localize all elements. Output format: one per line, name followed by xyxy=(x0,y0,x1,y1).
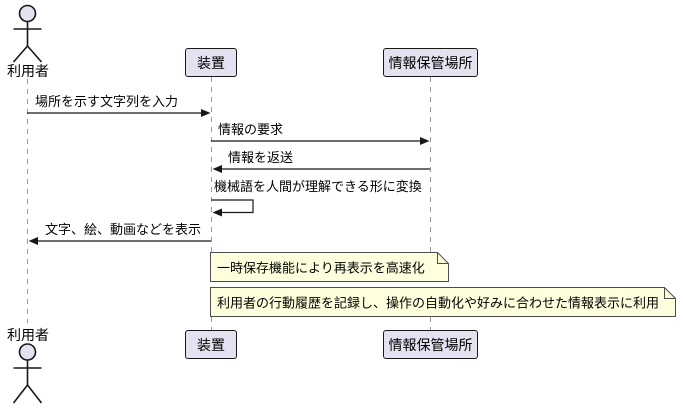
message-5-label: 文字、絵、動画などを表示 xyxy=(45,223,202,238)
message-3-arrow xyxy=(212,165,430,173)
note-history-text: 利用者の行動履歴を記録し、操作の自動化や好みに合わせた情報表示に利用 xyxy=(217,296,660,312)
message-1-arrow xyxy=(27,109,211,117)
message-4-label: 機械語を人間が理解できる形に変換 xyxy=(214,180,422,195)
note-cache-text: 一時保存機能により再表示を高速化 xyxy=(217,261,425,277)
actor-user-bottom-label: 利用者 xyxy=(7,328,49,344)
participant-device-top: 装置 xyxy=(185,48,237,77)
message-2-label: 情報の要求 xyxy=(218,123,284,138)
note-cache: 一時保存機能により再表示を高速化 xyxy=(210,252,449,282)
message-3-label: 情報を返送 xyxy=(228,151,294,166)
actor-user-top-figure xyxy=(12,4,43,63)
note-cache-shape xyxy=(210,252,449,282)
message-5-arrow xyxy=(28,237,211,245)
participant-storage-top: 情報保管場所 xyxy=(383,48,478,77)
note-history: 利用者の行動履歴を記録し、操作の自動化や好みに合わせた情報表示に利用 xyxy=(210,287,676,317)
actor-user-top-label: 利用者 xyxy=(7,64,49,80)
self-message-arrow xyxy=(211,199,254,217)
note-history-shape xyxy=(210,287,676,317)
message-1-label: 場所を示す文字列を入力 xyxy=(35,95,179,110)
participant-storage-bottom: 情報保管場所 xyxy=(383,330,478,359)
participant-device-bottom: 装置 xyxy=(185,330,237,359)
message-2-arrow xyxy=(211,137,430,145)
actor-user-bottom-figure xyxy=(12,343,43,404)
